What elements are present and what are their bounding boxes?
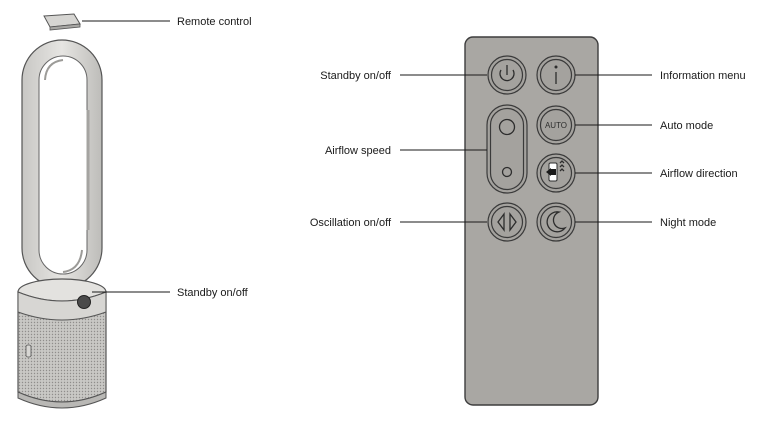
speed-down-icon — [501, 166, 513, 178]
label-auto-mode: Auto mode — [660, 120, 713, 132]
label-standby-fan: Standby on/off — [177, 287, 249, 299]
label-remote-control: Remote control — [177, 16, 252, 28]
speed-up-icon — [498, 118, 516, 136]
airflow-direction-button[interactable] — [536, 153, 576, 193]
label-night-mode: Night mode — [660, 217, 716, 229]
remote-control: AUTO — [464, 36, 599, 406]
fan-loop-inner — [38, 55, 88, 275]
label-information-menu: Information menu — [660, 70, 746, 82]
airflow-direction-icon — [546, 160, 565, 182]
remote-body — [464, 36, 599, 406]
info-icon — [554, 65, 558, 84]
fan-standby-button — [77, 295, 91, 309]
moon-icon — [546, 211, 567, 233]
label-airflow-speed: Airflow speed — [325, 145, 391, 157]
label-standby-remote: Standby on/off — [320, 70, 392, 82]
airflow-speed-button[interactable] — [486, 104, 528, 194]
remote-on-top-icon — [43, 13, 81, 31]
label-oscillation: Oscillation on/off — [310, 217, 392, 229]
standby-button[interactable] — [487, 55, 527, 95]
information-button[interactable] — [536, 55, 576, 95]
fan-tower — [17, 13, 107, 409]
power-icon — [499, 69, 515, 82]
auto-mode-button[interactable]: AUTO — [536, 105, 576, 145]
label-airflow-direction: Airflow direction — [660, 168, 738, 180]
oscillation-icon — [497, 212, 517, 232]
night-mode-button[interactable] — [536, 202, 576, 242]
oscillation-button[interactable] — [487, 202, 527, 242]
auto-button-text: AUTO — [545, 121, 567, 130]
